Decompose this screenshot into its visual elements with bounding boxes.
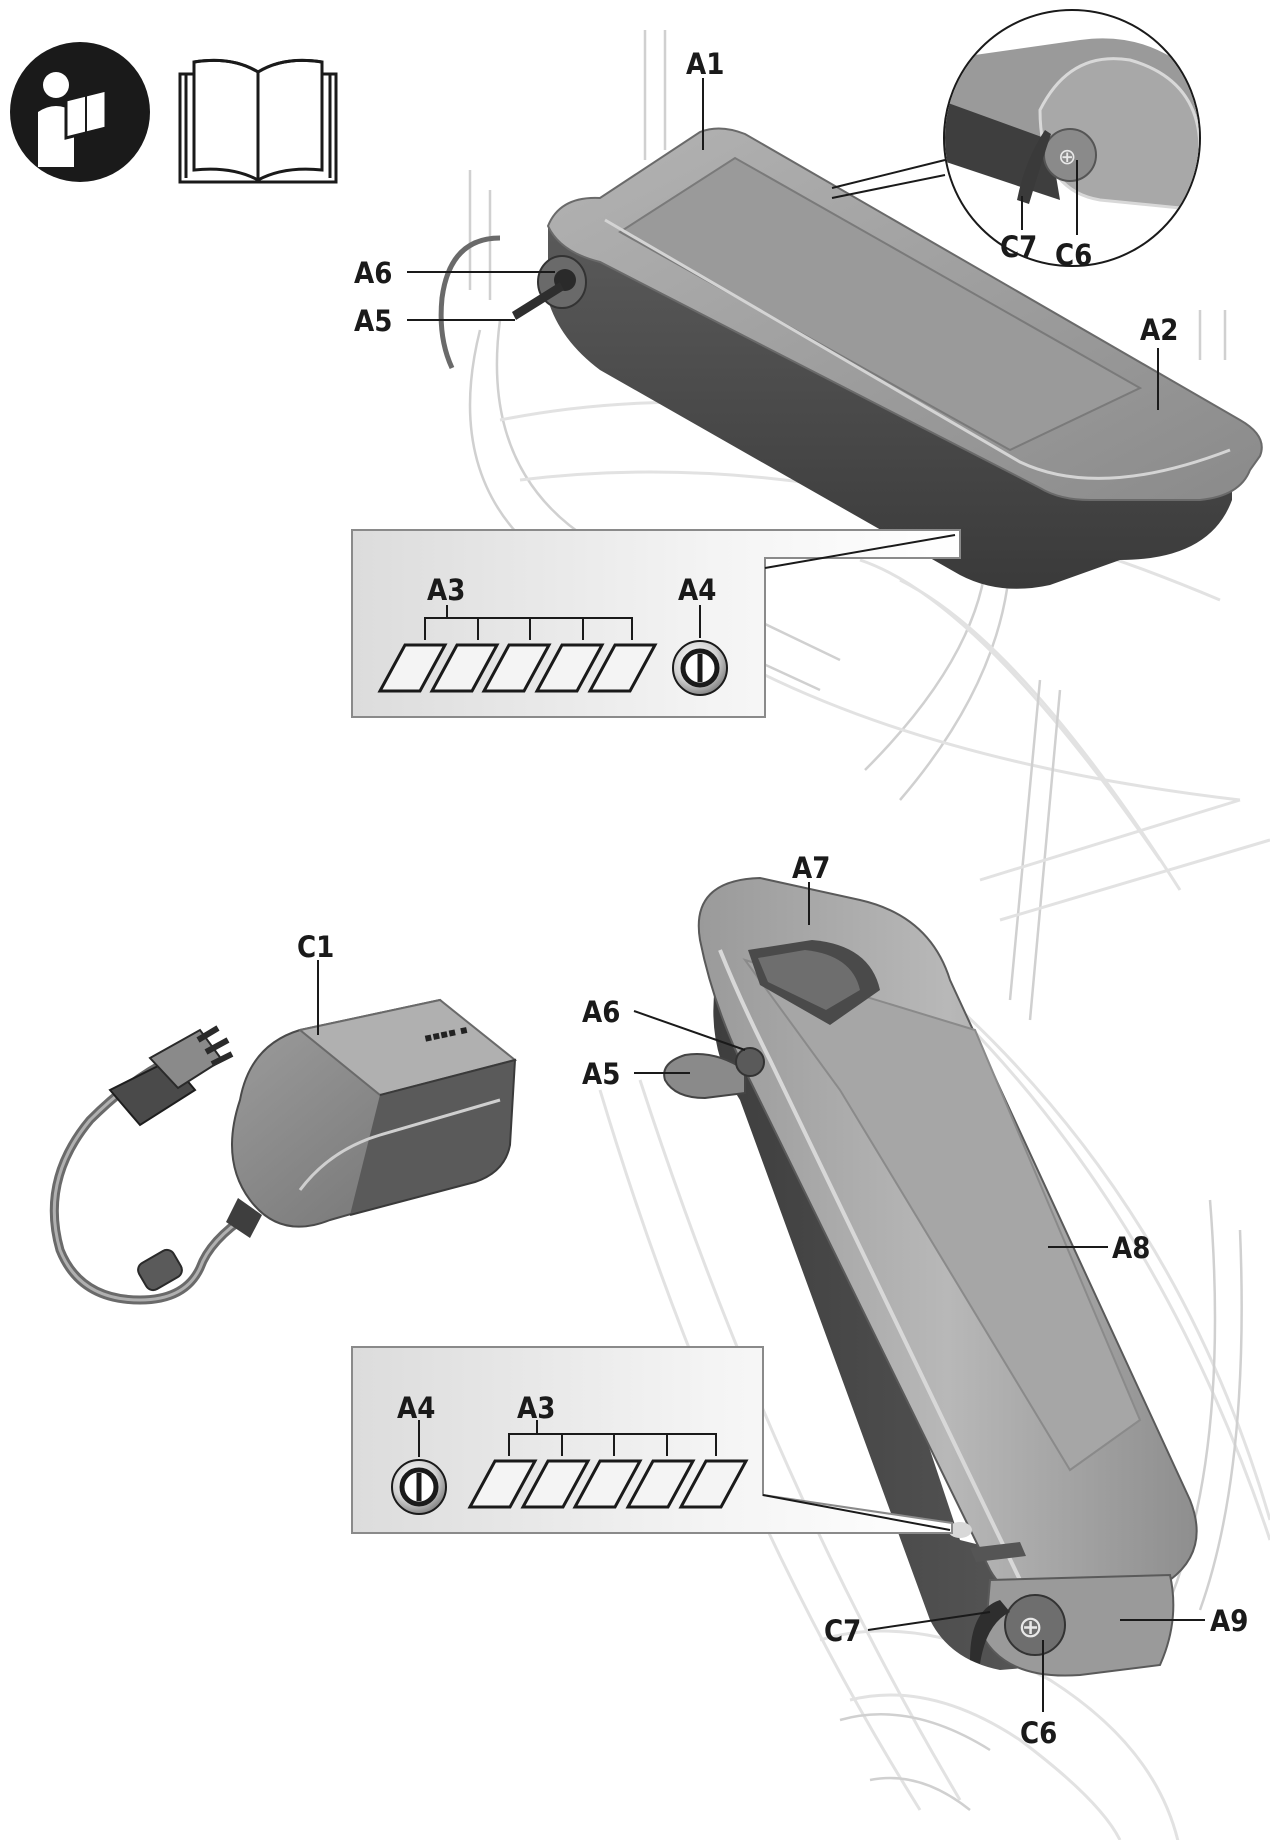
label-a2: A2 bbox=[1140, 313, 1178, 347]
label-c6-bottom: C6 bbox=[1020, 1716, 1057, 1750]
label-c7-bottom: C7 bbox=[824, 1614, 861, 1648]
bike-frame-outline-bottom bbox=[598, 798, 1270, 1840]
charge-level-leds-bottom bbox=[467, 1459, 749, 1509]
power-button-bottom bbox=[391, 1459, 447, 1515]
label-c1: C1 bbox=[297, 930, 334, 964]
label-a7: A7 bbox=[792, 851, 830, 885]
label-a4-bottom: A4 bbox=[397, 1391, 435, 1425]
frame-battery: ⊕ bbox=[663, 876, 1198, 1677]
label-c6-top: C6 bbox=[1055, 238, 1092, 272]
battery-indicator-inset-bottom bbox=[351, 1346, 953, 1534]
rack-battery bbox=[438, 127, 1263, 589]
leader-a6-bottom bbox=[633, 1010, 746, 1051]
battery-indicator-inset-top bbox=[351, 529, 961, 718]
svg-text:⊕: ⊕ bbox=[1018, 1610, 1043, 1645]
magnifier-leader bbox=[831, 159, 946, 199]
label-a8: A8 bbox=[1112, 1231, 1150, 1265]
svg-text:⊕: ⊕ bbox=[1058, 145, 1076, 170]
open-book-icon bbox=[178, 58, 338, 184]
label-a3-bottom: A3 bbox=[517, 1391, 555, 1425]
leader-c7-bottom bbox=[867, 1611, 991, 1631]
label-a9: A9 bbox=[1210, 1604, 1248, 1638]
label-a4-top: A4 bbox=[678, 573, 716, 607]
label-a1: A1 bbox=[686, 47, 724, 81]
label-a6-bottom: A6 bbox=[582, 995, 620, 1029]
label-c7-top: C7 bbox=[1000, 230, 1037, 264]
charging-socket-magnifier-top: ⊕ bbox=[943, 9, 1201, 267]
label-a3-top: A3 bbox=[427, 573, 465, 607]
label-a6-top: A6 bbox=[354, 256, 392, 290]
power-button-top bbox=[672, 640, 728, 696]
label-a5-bottom: A5 bbox=[582, 1057, 620, 1091]
read-manual-person-icon bbox=[10, 42, 150, 182]
charger: ▪▪▪▪ ▪ bbox=[49, 998, 518, 1305]
charge-level-leds-top bbox=[377, 643, 658, 693]
label-a5-top: A5 bbox=[354, 304, 392, 338]
